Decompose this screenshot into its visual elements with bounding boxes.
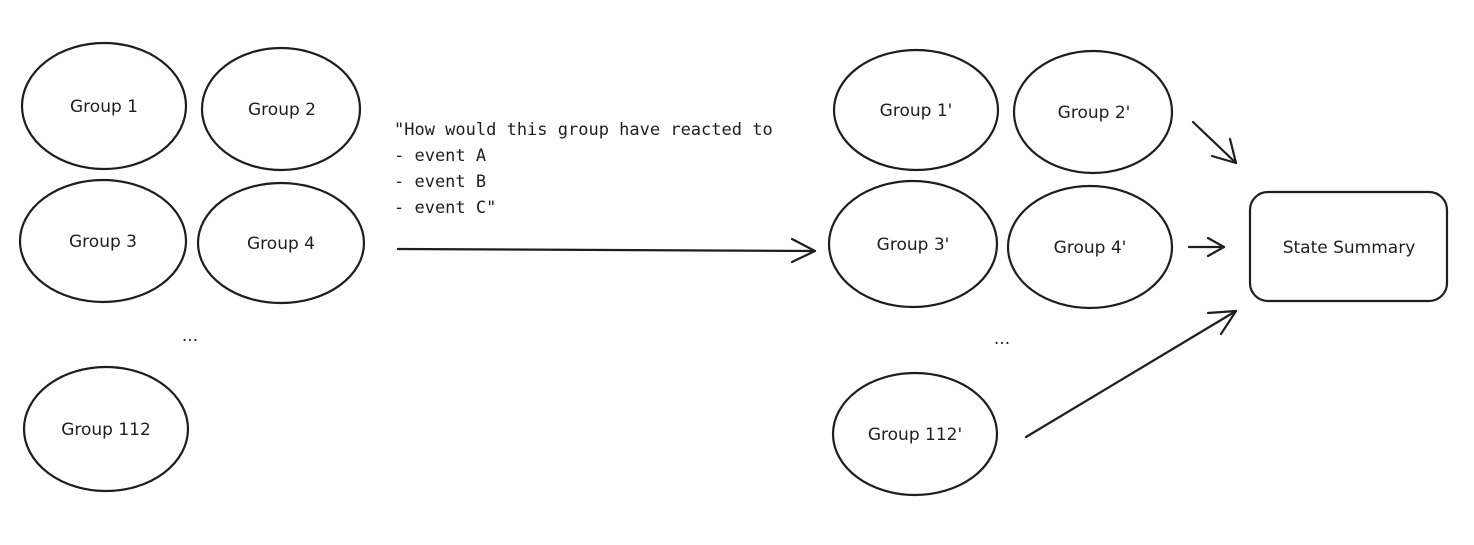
state-summary-label: State Summary — [1283, 238, 1416, 258]
prompt-line-4: - event C" — [394, 198, 496, 218]
right-group-4-label: Group 4' — [1054, 238, 1127, 258]
right-group-2-node: Group 2' — [1012, 49, 1174, 175]
left-group-4-label: Group 4 — [247, 234, 315, 254]
right-ellipsis: ... — [994, 329, 1010, 349]
left-group-3-label: Group 3 — [69, 232, 137, 252]
prompt-line-1: "How would this group have reacted to — [394, 120, 773, 140]
prompt-text: "How would this group have reacted to - … — [394, 120, 773, 218]
left-group-112-node: Group 112 — [22, 365, 190, 493]
prompt-line-3: - event B — [394, 172, 486, 192]
left-group-1-node: Group 1 — [20, 41, 188, 171]
arrow-to-summary-bottom — [1024, 309, 1238, 439]
right-group-3-node: Group 3' — [827, 179, 999, 309]
right-group-112-node: Group 112' — [831, 371, 999, 497]
prompt-line-2: - event A — [394, 146, 486, 166]
right-group-1-label: Group 1' — [880, 101, 953, 121]
right-group-1-node: Group 1' — [832, 48, 1000, 172]
left-group-3-node: Group 3 — [18, 178, 188, 304]
state-summary-node: State Summary — [1248, 190, 1449, 303]
left-group-2-label: Group 2 — [248, 100, 316, 120]
main-arrow — [396, 237, 817, 264]
arrow-to-summary-top — [1191, 120, 1238, 165]
right-group-4-node: Group 4' — [1006, 184, 1174, 310]
left-group-1-label: Group 1 — [70, 97, 138, 117]
left-group-4-node: Group 4 — [196, 181, 366, 305]
right-group-112-label: Group 112' — [868, 425, 962, 445]
left-ellipsis: ... — [182, 326, 198, 346]
arrow-to-summary-middle — [1187, 236, 1226, 258]
left-group-112-label: Group 112 — [61, 420, 151, 440]
right-group-3-label: Group 3' — [877, 235, 950, 255]
left-group-2-node: Group 2 — [200, 46, 362, 172]
right-group-2-label: Group 2' — [1058, 103, 1131, 123]
